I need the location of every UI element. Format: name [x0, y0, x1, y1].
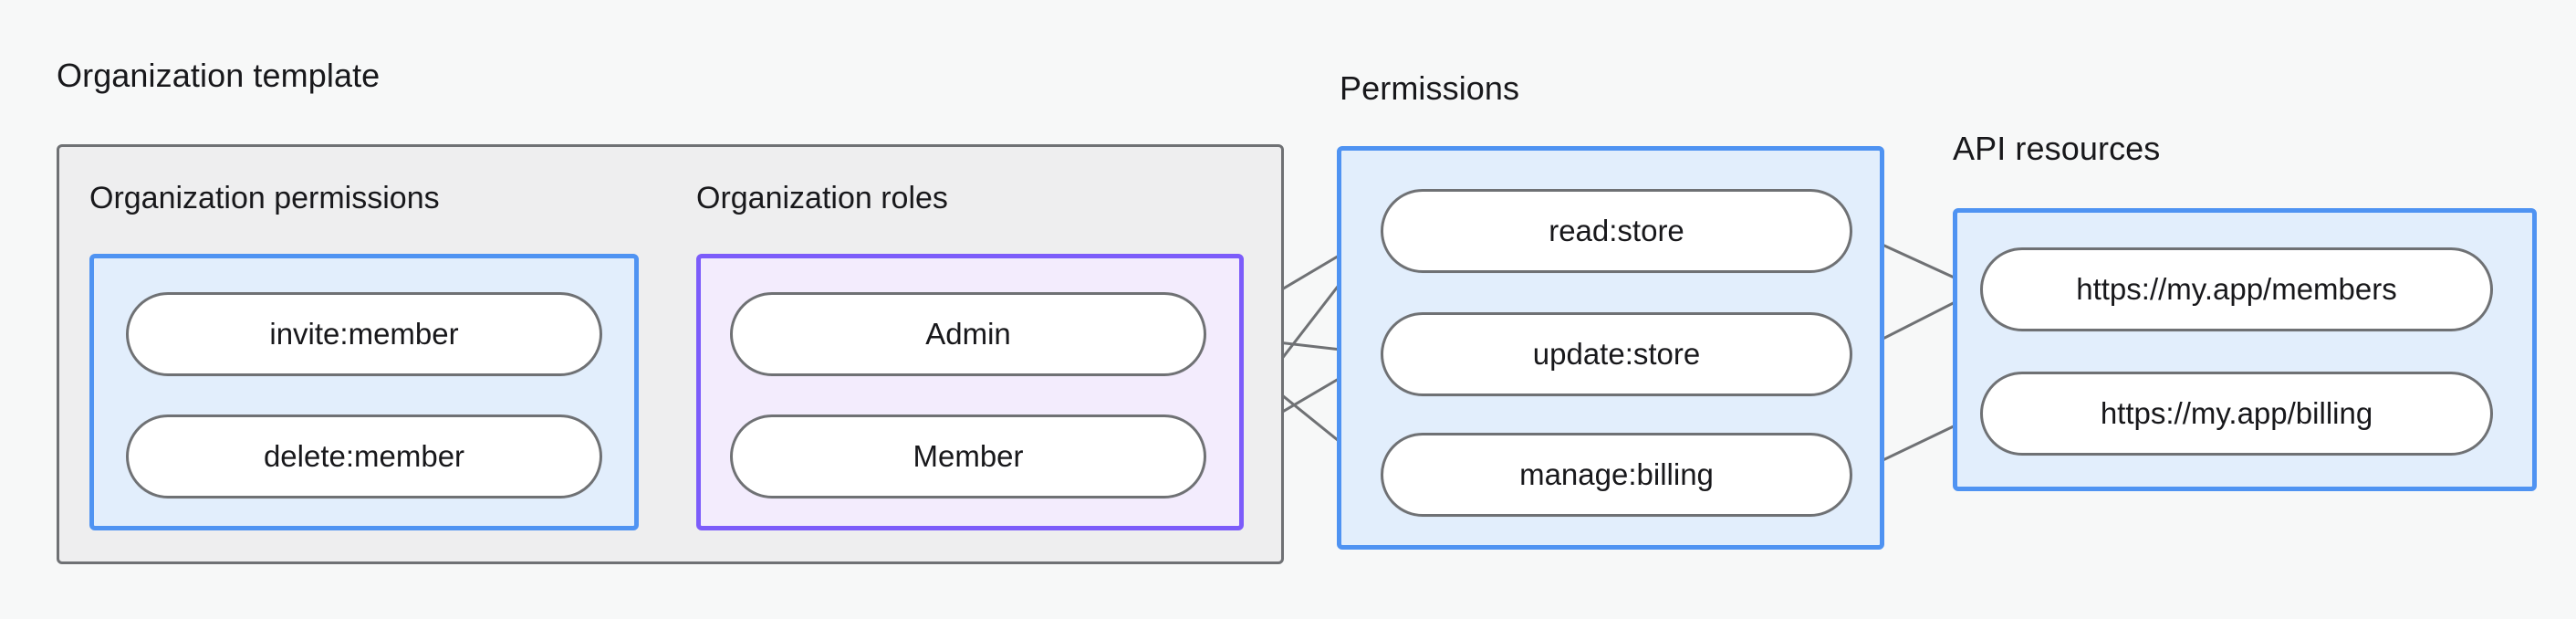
node-read-store[interactable]: read:store [1381, 189, 1852, 273]
organization-permissions-caption: Organization permissions [89, 181, 440, 215]
node-invite-member[interactable]: invite:member [126, 292, 602, 376]
node-members-url[interactable]: https://my.app/members [1980, 247, 2493, 331]
organization-roles-caption: Organization roles [696, 181, 948, 215]
node-manage-billing[interactable]: manage:billing [1381, 433, 1852, 517]
node-label: update:store [1532, 337, 1701, 371]
node-label: https://my.app/members [2076, 272, 2397, 306]
node-update-store[interactable]: update:store [1381, 312, 1852, 396]
api-resources-caption: API resources [1953, 130, 2161, 167]
node-admin[interactable]: Admin [730, 292, 1206, 376]
node-member[interactable]: Member [730, 414, 1206, 498]
node-billing-url[interactable]: https://my.app/billing [1980, 372, 2493, 456]
node-label: Member [913, 439, 1024, 473]
permissions-caption: Permissions [1340, 69, 1520, 107]
node-label: invite:member [269, 317, 459, 351]
organization-template-caption: Organization template [57, 57, 381, 94]
node-label: Admin [925, 317, 1011, 351]
node-label: read:store [1549, 214, 1684, 247]
node-delete-member[interactable]: delete:member [126, 414, 602, 498]
node-label: manage:billing [1519, 457, 1714, 491]
node-label: delete:member [263, 439, 465, 473]
node-label: https://my.app/billing [2100, 396, 2373, 430]
